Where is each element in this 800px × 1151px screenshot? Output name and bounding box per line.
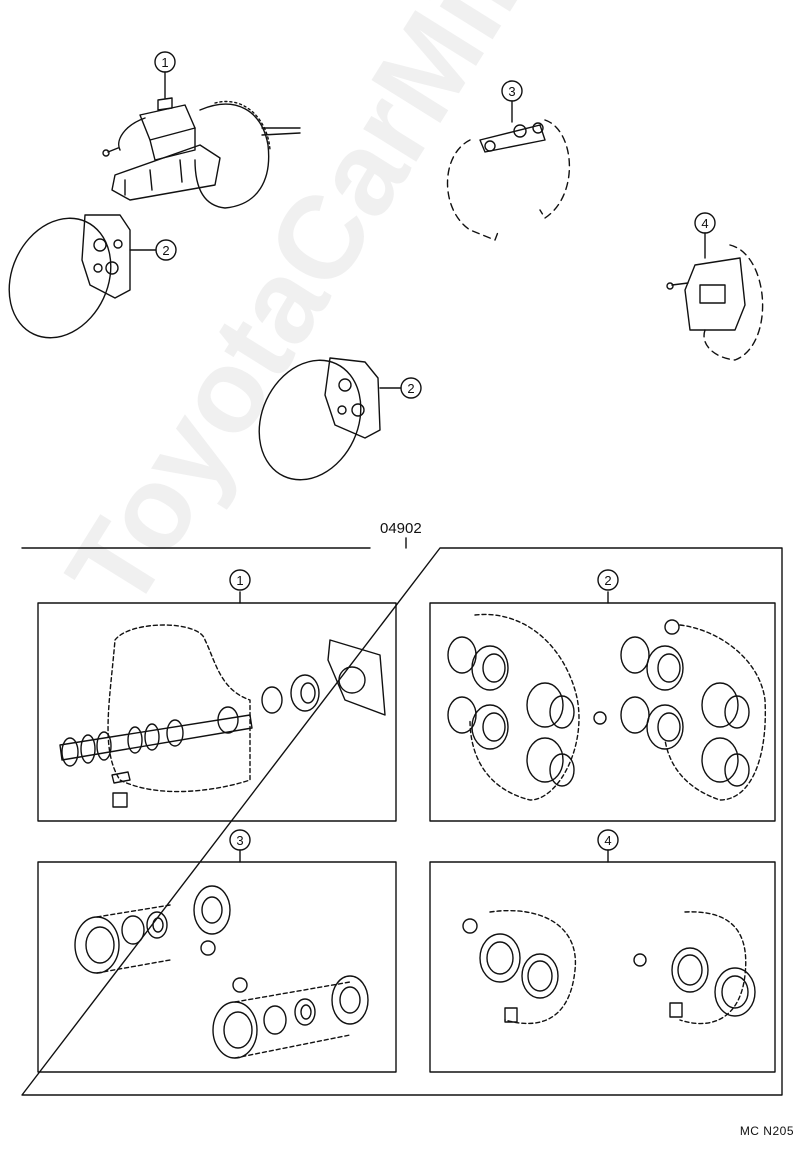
callout-label-rear-caliper: 4: [701, 216, 708, 231]
kit-callout-3: 3: [229, 829, 251, 851]
kit-callout-label-4: 4: [604, 833, 611, 848]
kit-callout-2: 2: [597, 569, 619, 591]
kit-callout-4: 4: [597, 829, 619, 851]
callout-rear-caliper: 4: [694, 212, 716, 259]
front-caliper-center[interactable]: [240, 344, 381, 497]
kit-callout-label-1: 1: [236, 573, 243, 588]
kit-part-number: 04902: [380, 520, 422, 537]
master-cylinder-assembly[interactable]: [102, 97, 301, 209]
front-caliper-left[interactable]: [0, 202, 131, 355]
kit-section-2[interactable]: [429, 591, 776, 822]
kit-section-3[interactable]: [37, 849, 397, 1073]
kit-section-4[interactable]: [429, 849, 776, 1073]
rear-caliper-assembly[interactable]: [666, 244, 764, 361]
kit-callout-label-3: 3: [236, 833, 243, 848]
kit-callout-label-2: 2: [604, 573, 611, 588]
kit-section-1[interactable]: [37, 591, 397, 822]
callout-label-rear-wheel-cylinder: 3: [508, 84, 515, 99]
diagram-code: MC N205: [739, 1124, 794, 1138]
callout-front-caliper-upper: 2: [129, 239, 177, 261]
callout-rear-wheel-cylinder: 3: [501, 80, 523, 123]
callout-front-caliper-lower: 2: [379, 377, 422, 399]
kit-callout-1: 1: [229, 569, 251, 591]
callout-master-cylinder: 1: [154, 51, 176, 99]
rear-wheel-cylinder-assembly[interactable]: [446, 119, 571, 241]
callout-label-front-caliper-lower: 2: [407, 381, 414, 396]
callout-label-front-caliper-upper: 2: [162, 243, 169, 258]
callout-label-master-cylinder: 1: [161, 55, 168, 70]
